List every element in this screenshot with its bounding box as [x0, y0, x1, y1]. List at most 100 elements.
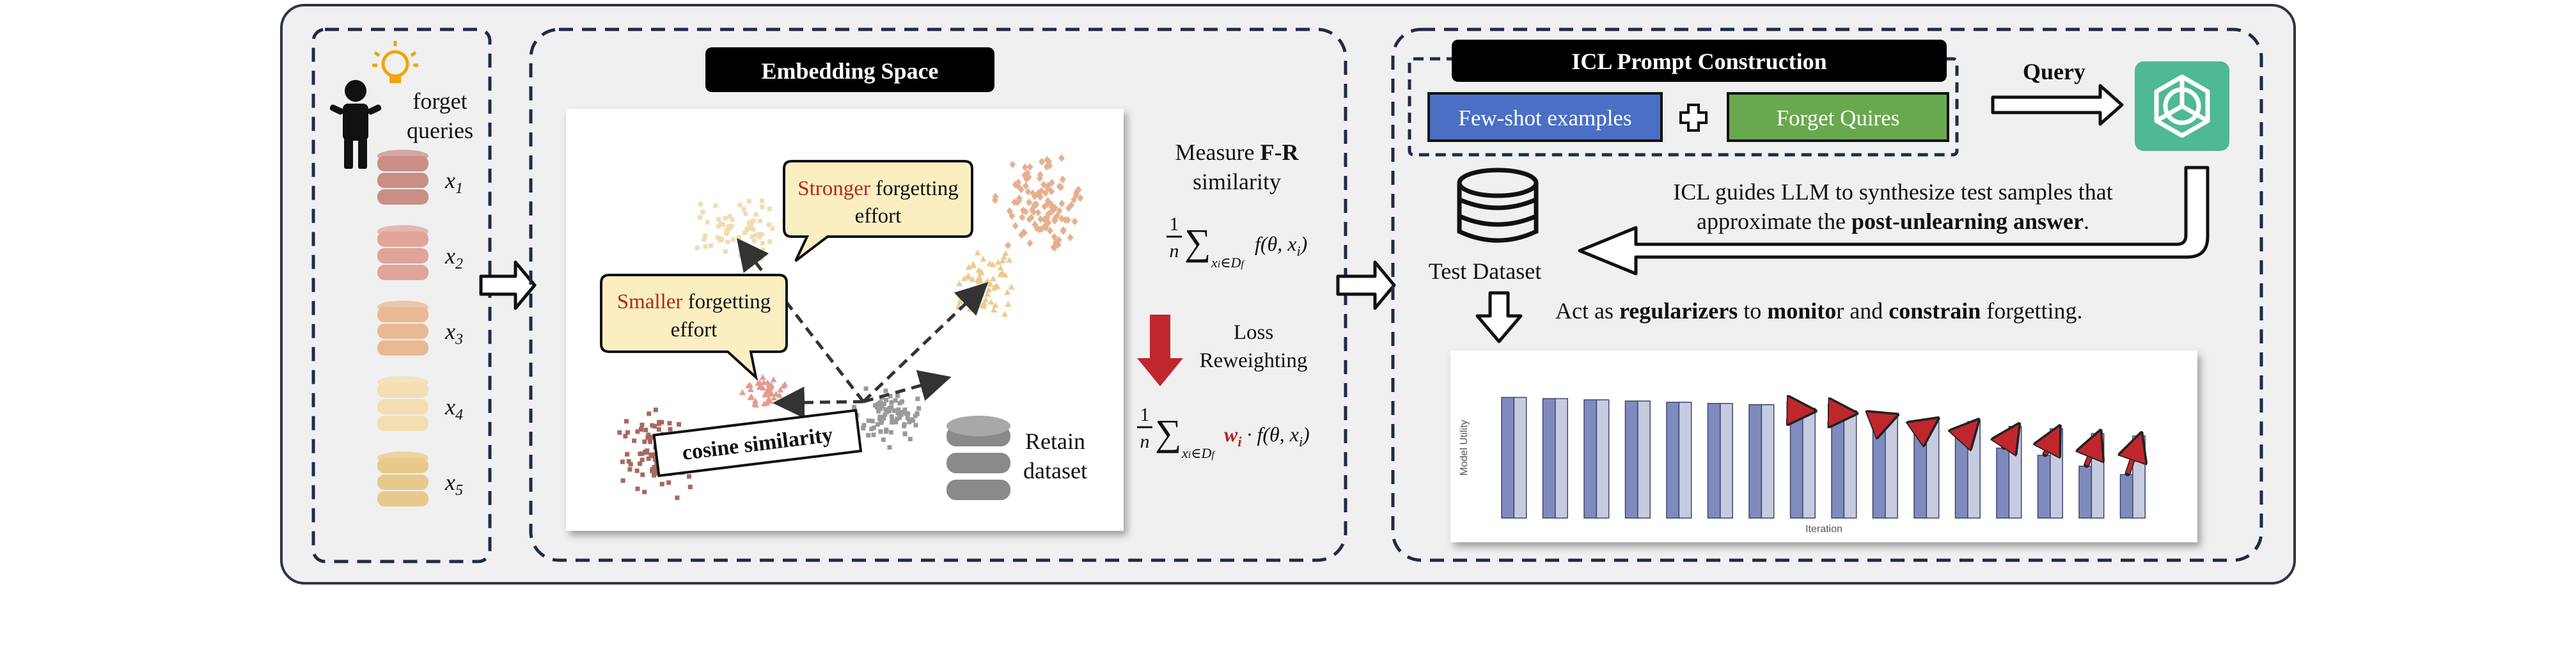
scatter-point [1072, 191, 1080, 199]
forget-label-line2: queries [407, 118, 473, 143]
uplift-arrow [2045, 431, 2057, 453]
scatter-point [723, 249, 728, 254]
utility-bar [1913, 430, 1928, 519]
uplift-arrow [2004, 429, 2016, 447]
scatter-point [781, 381, 789, 388]
scatter-point [1028, 214, 1035, 222]
scatter-point [884, 398, 889, 403]
scatter-point [666, 480, 671, 485]
lightbulb-icon [372, 41, 418, 83]
scatter-point [730, 237, 735, 242]
scatter-point [878, 400, 883, 405]
utility-bar [1707, 403, 1721, 519]
scatter-point [668, 427, 673, 432]
scatter-point [1071, 217, 1078, 226]
scatter-point [902, 423, 907, 428]
scatter-point [991, 285, 998, 291]
scatter-point [881, 437, 886, 443]
scatter-point [878, 406, 883, 411]
svg-text:n: n [1140, 431, 1150, 452]
scatter-point [624, 419, 629, 424]
scatter-point [1041, 216, 1048, 224]
scatter-point [1048, 187, 1055, 196]
scatter-point [1035, 208, 1042, 217]
utility-bar [1748, 404, 1763, 519]
scatter-point [1025, 173, 1032, 182]
utility-bar [1872, 422, 1886, 519]
scatter-point [893, 420, 899, 425]
scatter-point [1060, 227, 1067, 235]
scatter-point [889, 414, 894, 419]
scatter-point [1036, 174, 1043, 182]
guide-line2-pre: approximate the [1697, 208, 1851, 234]
utility-bar [1666, 402, 1680, 519]
scatter-point [742, 230, 747, 235]
scatter-point [729, 224, 734, 229]
scatter-point [1064, 216, 1071, 224]
scatter-point [970, 262, 977, 269]
scatter-point [884, 409, 890, 414]
database-icon [377, 150, 428, 205]
llm-return-arrow [1578, 166, 2210, 276]
scatter-point [994, 259, 1001, 265]
forget-query-item: x5 [377, 452, 463, 507]
scatter-point [687, 484, 693, 489]
scatter-point [752, 402, 759, 408]
forget-query-label: x5 [444, 469, 463, 499]
scatter-point [900, 409, 906, 414]
scatter-point [994, 283, 1001, 290]
scatter-point [911, 418, 916, 423]
scatter-point [748, 393, 755, 400]
regularized-bar [1761, 404, 1775, 519]
scatter-point [659, 420, 664, 425]
svg-text:approximate the post-unlearnin: approximate the post-unlearning answer. [1697, 208, 2089, 234]
scatter-point [766, 223, 771, 228]
formula-similarity: 1 n ∑ xi∈Df f(θ, xi) [1166, 214, 1307, 271]
scatter-point [977, 269, 984, 276]
scatter-point [1056, 207, 1063, 215]
scatter-point [891, 408, 897, 413]
scatter-point [883, 412, 888, 417]
forget-quires-label: Forget Quires [1777, 106, 1900, 130]
fewshot-box [1427, 92, 1663, 142]
scatter-point [1006, 207, 1013, 216]
scatter-point [965, 263, 972, 270]
scatter-point [753, 212, 758, 217]
scatter-point [738, 253, 743, 258]
scatter-point [907, 420, 912, 425]
scatter-point [743, 211, 748, 216]
scatter-point [896, 407, 901, 412]
scatter-point [1041, 180, 1048, 189]
scatter-point [1014, 182, 1021, 190]
smaller-rest: forgetting [682, 290, 771, 313]
scatter-point [991, 306, 998, 313]
scatter-point [650, 468, 655, 473]
scatter-point [628, 462, 633, 467]
loss-line1: Loss [1234, 321, 1273, 344]
scatter-point [644, 450, 649, 455]
scatter-point [638, 452, 643, 457]
scatter-point [640, 422, 645, 427]
scatter-point [866, 418, 871, 423]
retain-database-icon [946, 416, 1010, 500]
utility-bar [2037, 455, 2051, 519]
forget-query-item: x2 [377, 225, 463, 280]
scatter-point [760, 240, 765, 246]
retain-line2: dataset [1023, 458, 1087, 483]
scatter-point [883, 388, 888, 393]
scatter-point [1051, 233, 1058, 241]
similarity-arrows [736, 238, 989, 419]
scatter-point [1046, 161, 1053, 169]
smaller-effort-callout: Smaller forgetting effort [600, 274, 788, 381]
regularized-bar [1802, 407, 1816, 519]
scatter-point [742, 242, 748, 248]
scatter-point [1020, 228, 1027, 237]
scatter-point [1044, 155, 1051, 164]
scatter-point [976, 276, 983, 283]
scatter-point [876, 409, 881, 414]
scatter-point [1026, 198, 1033, 207]
scatter-point [1045, 210, 1052, 218]
scatter-point [620, 478, 625, 483]
svg-text:n: n [1170, 240, 1179, 262]
scatter-point [755, 380, 762, 386]
